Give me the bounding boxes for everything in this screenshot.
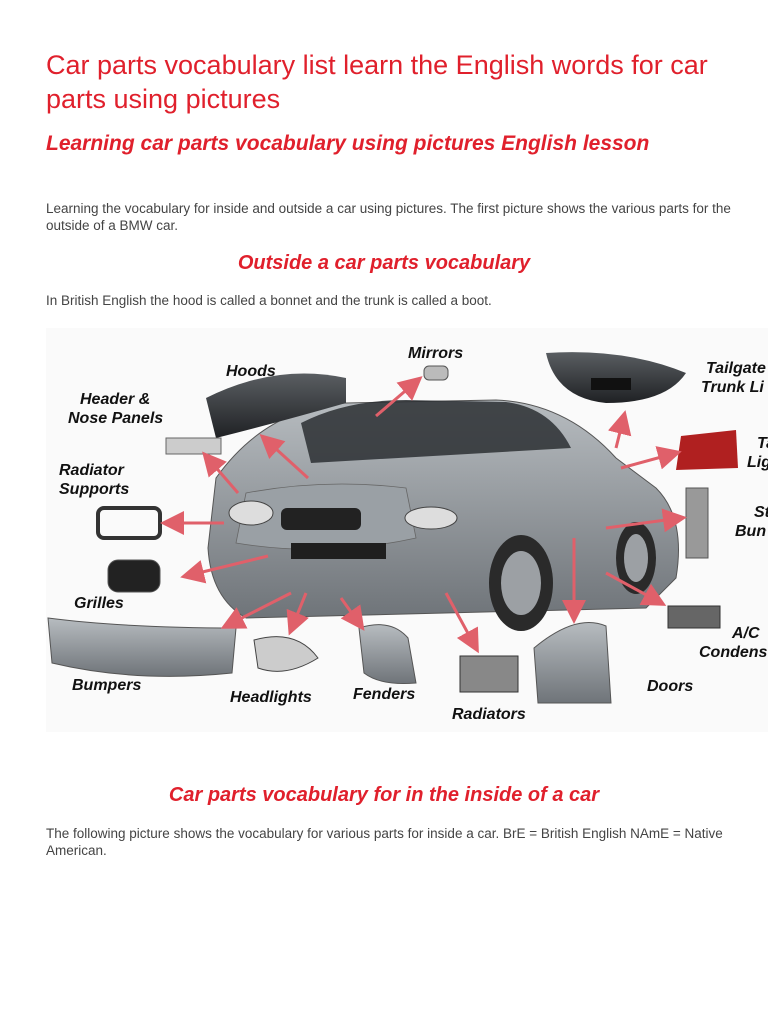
part-tailgate (546, 352, 686, 403)
car-body (207, 399, 679, 631)
label-ac-line2: Condens (699, 644, 768, 661)
part-radiator (459, 655, 519, 693)
diagram-labels: Hoods Mirrors Tailgate Trunk Li Header &… (59, 345, 768, 723)
part-hood (206, 373, 346, 438)
label-mirrors: Mirrors (408, 345, 463, 362)
outside-section-heading: Outside a car parts vocabulary (237, 252, 531, 274)
part-mirror (423, 365, 449, 381)
label-tailgate-line1: Tailgate (706, 360, 766, 377)
car-parts-illustration: Hoods Mirrors Tailgate Trunk Li Header &… (47, 345, 768, 723)
part-bumper-support (685, 487, 709, 559)
label-doors: Doors (647, 678, 693, 695)
intro-paragraph: Learning the vocabulary for inside and o… (46, 201, 731, 233)
label-tailgate-line2: Trunk Li (701, 379, 764, 396)
label-tail-lights-line2: Lig (747, 454, 768, 471)
page-title: Car parts vocabulary list learn the Engl… (46, 50, 708, 114)
label-hoods: Hoods (226, 363, 276, 380)
part-door (533, 622, 612, 704)
car-parts-diagram: Hoods Mirrors Tailgate Trunk Li Header &… (46, 328, 768, 732)
part-headlight (253, 636, 319, 672)
label-radiator-supports-line1: Radiator (59, 462, 125, 479)
label-radiator-supports-line2: Supports (59, 481, 129, 498)
label-header-line2: Nose Panels (68, 410, 163, 427)
label-headlights: Headlights (230, 689, 312, 706)
label-radiators: Radiators (452, 706, 526, 723)
outside-note: In British English the hood is called a … (46, 293, 492, 308)
label-bumper-supports-line1: St (754, 504, 768, 521)
label-bumpers: Bumpers (72, 677, 141, 694)
part-radiator-support (96, 506, 162, 540)
pointer-arrows (160, 376, 687, 654)
part-tail-light (676, 430, 738, 470)
part-ac-condenser (667, 605, 721, 629)
page-subtitle: Learning car parts vocabulary using pict… (46, 132, 650, 155)
part-grille (107, 559, 161, 593)
label-fenders: Fenders (353, 686, 415, 703)
label-bumper-supports-line2: Bun (735, 523, 766, 540)
part-bumper (47, 617, 237, 677)
inside-section-heading: Car parts vocabulary for in the inside o… (168, 784, 600, 806)
label-tail-lights-line1: Ta (757, 435, 768, 452)
part-fender (358, 624, 417, 684)
label-ac-line1: A/C (731, 625, 760, 642)
inside-note: The following picture shows the vocabula… (46, 826, 723, 858)
label-grilles: Grilles (74, 595, 124, 612)
label-header-line1: Header & (80, 391, 150, 408)
part-header-panel (165, 437, 222, 455)
